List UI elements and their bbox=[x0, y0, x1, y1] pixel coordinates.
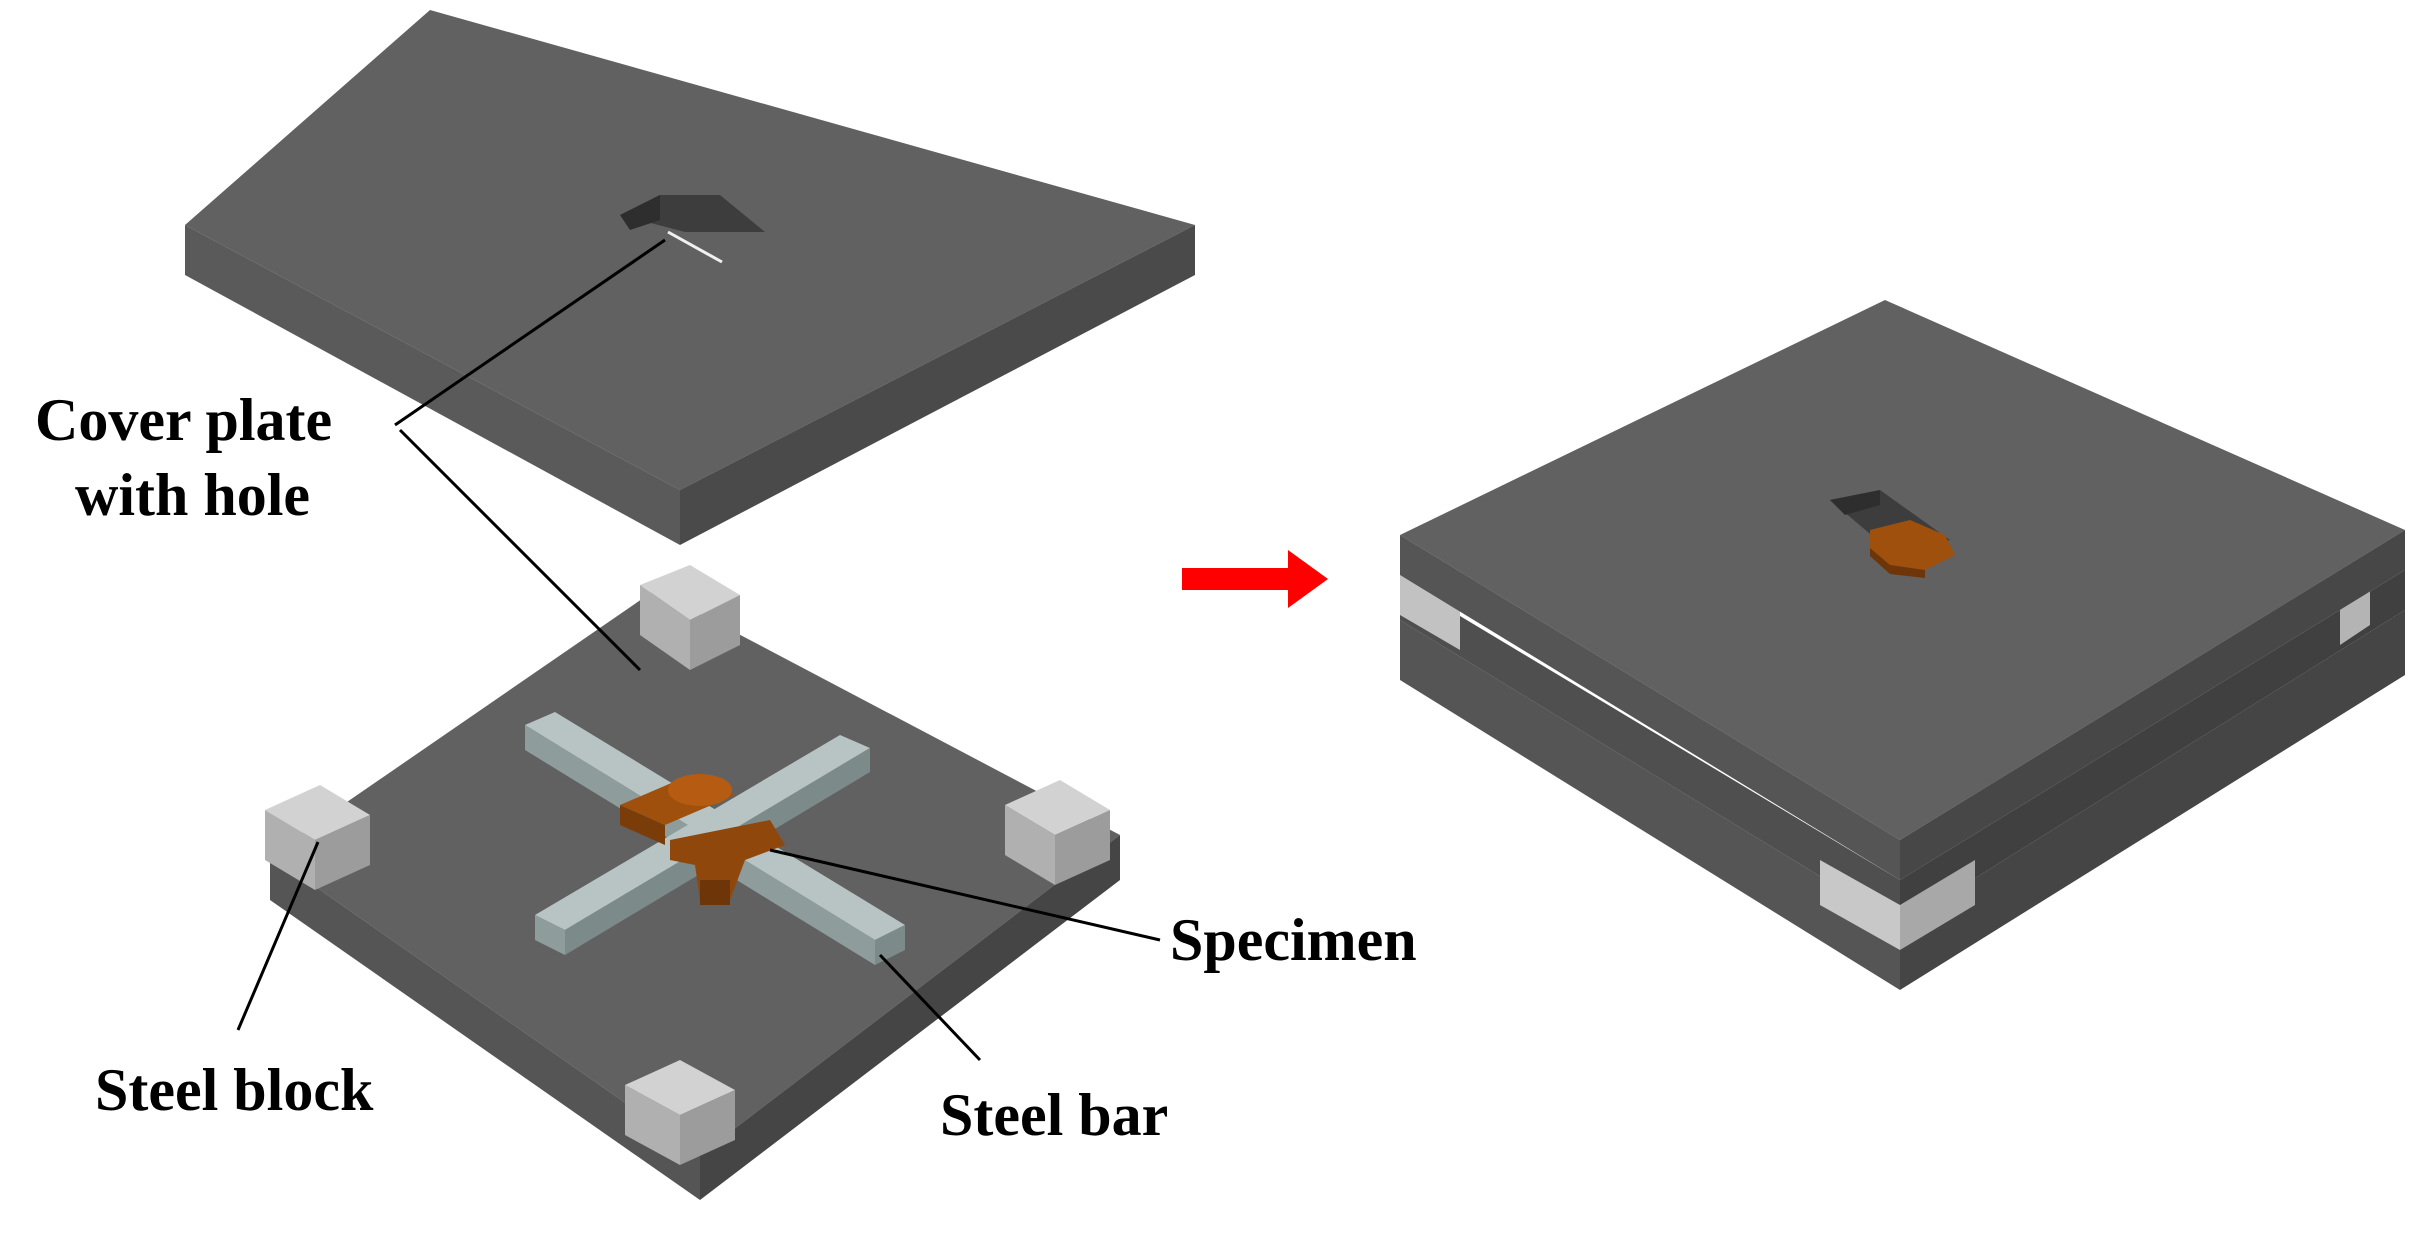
cover-plate-hole-edge bbox=[667, 230, 723, 264]
assembled-specimen bbox=[1870, 520, 1955, 570]
label-steel-block: Steel block bbox=[95, 1057, 374, 1123]
leader-steel-bar bbox=[878, 953, 982, 1062]
assembled-cover-left-face bbox=[1400, 535, 1900, 880]
leader-specimen bbox=[769, 848, 1161, 942]
label-steel-bar: Steel bar bbox=[940, 1082, 1168, 1148]
specimen-exploded bbox=[620, 774, 785, 905]
leader-steel-block bbox=[236, 841, 320, 1031]
assembled-steel-block-front bbox=[1820, 860, 1900, 950]
steel-block-back bbox=[640, 565, 740, 670]
cover-plate-right-face bbox=[680, 225, 1195, 545]
leader-lines bbox=[236, 238, 1161, 1062]
steel-block-front bbox=[625, 1060, 735, 1165]
cover-plate-left-face bbox=[185, 225, 680, 545]
assembled-base-right-face bbox=[1900, 610, 2405, 990]
assembly-arrow bbox=[1182, 550, 1328, 608]
leader-cover-plate-to-hole bbox=[394, 238, 666, 427]
base-plate-right-face bbox=[700, 835, 1120, 1200]
label-cover-plate-line2: with hole bbox=[75, 462, 310, 528]
assembled-cover-right-face bbox=[1900, 530, 2405, 880]
cover-plate-top-face bbox=[185, 10, 1195, 490]
assembled-base-left-face bbox=[1400, 620, 1900, 990]
label-specimen: Specimen bbox=[1170, 907, 1417, 973]
steel-block-right bbox=[1005, 780, 1110, 885]
cover-plate-exploded bbox=[185, 10, 1195, 545]
steel-block-left bbox=[265, 785, 370, 890]
assembled-fixture bbox=[1400, 300, 2405, 990]
base-plate-left-face bbox=[270, 855, 700, 1200]
assembled-steel-block-left bbox=[1400, 575, 1460, 650]
cover-plate-hole-wall bbox=[620, 195, 660, 230]
label-cover-plate-line1: Cover plate bbox=[35, 387, 332, 453]
leader-cover-plate-to-base bbox=[398, 428, 642, 672]
